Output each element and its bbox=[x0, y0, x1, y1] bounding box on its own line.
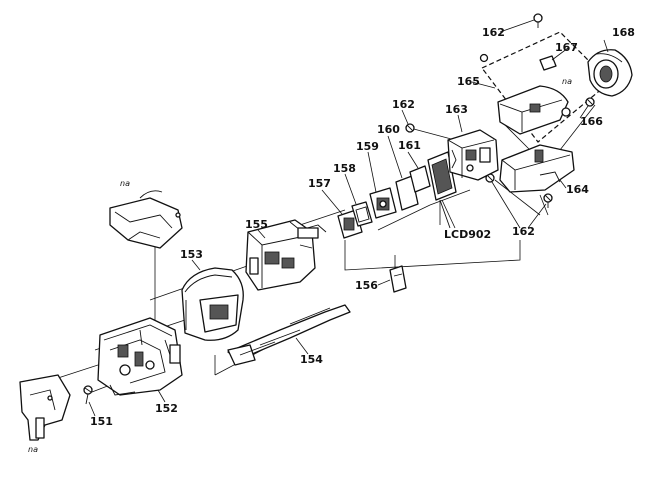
label-167: 167 bbox=[555, 41, 578, 54]
part-167-small-piece bbox=[539, 55, 557, 71]
label-162-c: 162 bbox=[512, 225, 535, 238]
label-160: 160 bbox=[377, 123, 400, 136]
part-166-screw bbox=[585, 97, 595, 107]
part-163-assembly bbox=[447, 129, 499, 181]
label-156: 156 bbox=[355, 279, 378, 292]
bracket-top-left bbox=[109, 190, 183, 249]
part-155-block bbox=[245, 219, 327, 291]
label-162-a: 162 bbox=[392, 98, 415, 111]
part-164-bracket bbox=[499, 144, 575, 193]
label-na-bottom-left: na bbox=[28, 445, 38, 454]
label-153: 153 bbox=[180, 248, 203, 261]
label-161: 161 bbox=[398, 139, 421, 152]
part-152-chassis bbox=[97, 317, 183, 396]
part-158-ring bbox=[351, 201, 373, 227]
label-154: 154 bbox=[300, 353, 323, 366]
part-153-cover bbox=[181, 267, 244, 341]
part-162-screw-b bbox=[485, 173, 495, 183]
label-159: 159 bbox=[356, 140, 379, 153]
part-162-screw-d bbox=[479, 53, 489, 63]
part-165-lever bbox=[497, 85, 571, 135]
part-labels: 151 152 153 154 155 156 157 158 159 160 … bbox=[28, 26, 635, 454]
label-151: 151 bbox=[90, 415, 113, 428]
label-165: 165 bbox=[457, 75, 480, 88]
label-157: 157 bbox=[308, 177, 331, 190]
label-158: 158 bbox=[333, 162, 356, 175]
label-152: 152 bbox=[155, 402, 178, 415]
part-168-eyepiece bbox=[587, 49, 633, 97]
label-na-top-left: na bbox=[120, 179, 130, 188]
label-162-top: 162 bbox=[482, 26, 505, 39]
part-154-flex-cable bbox=[227, 304, 351, 366]
part-162-screw-c bbox=[543, 193, 553, 208]
label-164: 164 bbox=[566, 183, 589, 196]
part-161-sheet bbox=[409, 165, 431, 193]
part-151-screw bbox=[83, 385, 93, 405]
bracket-bottom-left bbox=[19, 374, 71, 441]
label-166: 166 bbox=[580, 115, 603, 128]
label-155: 155 bbox=[245, 218, 268, 231]
label-lcd902: LCD902 bbox=[444, 228, 491, 241]
label-163: 163 bbox=[445, 103, 468, 116]
leader-lines bbox=[88, 19, 609, 417]
label-na-right: na bbox=[562, 77, 572, 86]
part-156-plate bbox=[389, 265, 407, 293]
part-162-screw-top bbox=[533, 13, 543, 28]
label-168: 168 bbox=[612, 26, 635, 39]
part-162-screw-a bbox=[405, 123, 415, 133]
part-159-frame bbox=[369, 187, 397, 219]
